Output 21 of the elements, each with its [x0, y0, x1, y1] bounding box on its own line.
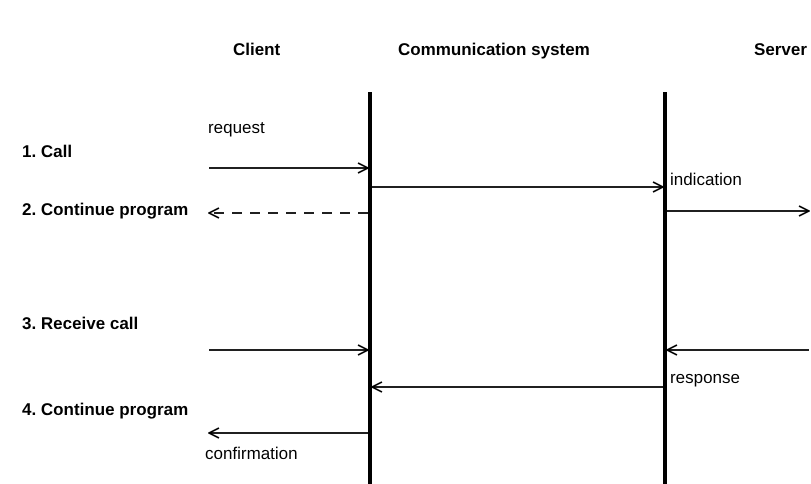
arrow — [209, 162, 369, 174]
arrow — [208, 427, 368, 439]
step-label: 3. Receive call — [22, 313, 140, 335]
arrow — [666, 344, 809, 356]
step-label: 2. Continue program — [22, 199, 190, 221]
arrow — [371, 381, 663, 393]
edge-label: request — [208, 118, 265, 138]
lifeline-bar — [368, 92, 372, 484]
dashed-arrow — [208, 207, 368, 219]
edge-label: response — [670, 368, 740, 388]
column-heading: Communication system — [398, 40, 590, 60]
step-label: 4. Continue program — [22, 399, 190, 421]
column-heading: Client — [233, 40, 280, 60]
arrow — [209, 344, 369, 356]
step-label: 1. Call — [22, 141, 74, 163]
arrow — [667, 205, 810, 217]
column-heading: Server — [754, 40, 807, 60]
edge-label: confirmation — [205, 444, 298, 464]
lifeline-bar — [663, 92, 667, 484]
edge-label: indication — [670, 170, 742, 190]
arrow — [372, 181, 664, 193]
